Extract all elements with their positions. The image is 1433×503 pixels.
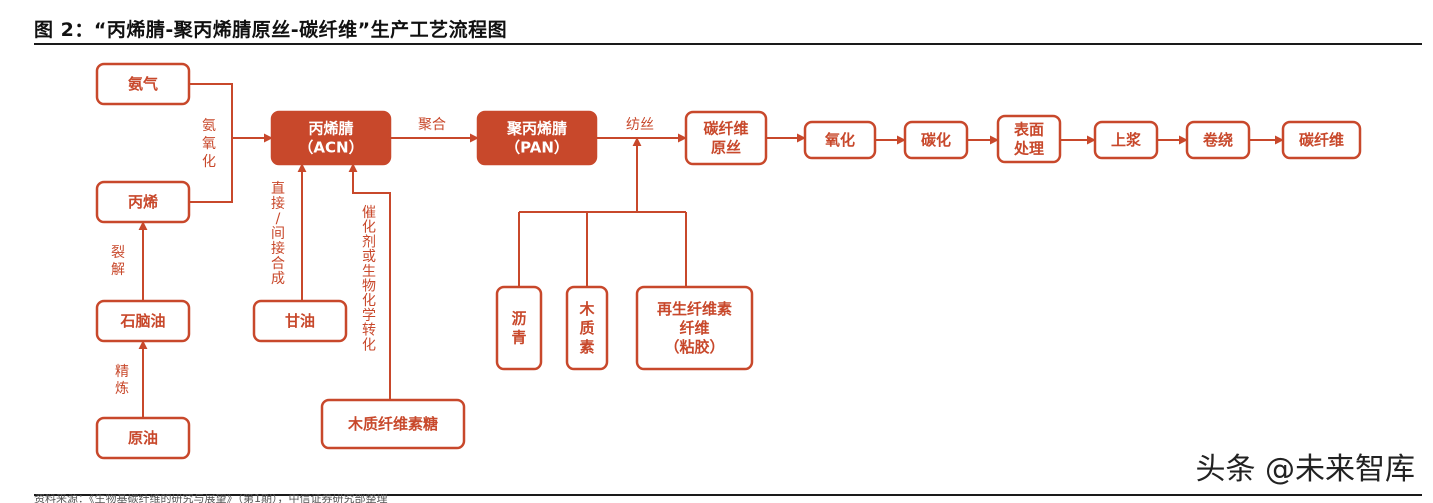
node-box <box>252 299 348 343</box>
node-propylene: 丙烯 <box>95 180 191 224</box>
node-ammonia: 氨气 <box>95 62 191 106</box>
node-label: （PAN） <box>505 139 569 157</box>
watermark: 头条 @未来智库 <box>1195 452 1415 487</box>
edge-label-catalytic-bio: 生 <box>362 264 376 280</box>
edge-label-direct-indirect: 合 <box>271 256 285 272</box>
edge-label-catalytic-bio: 化 <box>362 220 376 236</box>
node-label: 素 <box>579 338 594 356</box>
node-label: 卷绕 <box>1202 131 1233 149</box>
node-label: 碳纤维 <box>1299 131 1344 149</box>
edge-lignocellulose-to-acn <box>348 163 391 400</box>
title-rule <box>34 43 1422 45</box>
node-winding: 卷绕 <box>1185 120 1251 160</box>
node-label: 处理 <box>1013 140 1044 158</box>
node-label: 上浆 <box>1111 131 1142 149</box>
edge-label-ammoxidation: 氨 <box>202 118 216 134</box>
node-box <box>996 114 1062 164</box>
node-label: 木 <box>578 300 595 318</box>
node-label: 质 <box>579 319 594 337</box>
node-label: 碳化 <box>921 131 951 149</box>
edge-label-cracking: 裂 <box>111 245 125 261</box>
edge-label-ammoxidation: 化 <box>202 154 216 170</box>
node-carbon-fiber: 碳纤维 <box>1281 120 1362 160</box>
node-label: 纤维 <box>679 319 709 337</box>
node-lignin: 木质素 <box>565 285 609 371</box>
edge-label-catalytic-bio: 转 <box>362 323 376 339</box>
edge-label-direct-indirect: 接 <box>271 195 285 212</box>
edge-label-direct-indirect: / <box>276 211 281 227</box>
node-box <box>1281 120 1362 160</box>
node-label: 再生纤维素 <box>657 300 732 318</box>
node-label: 原油 <box>128 429 158 447</box>
node-label: 木质纤维素糖 <box>347 415 438 433</box>
node-label: 原丝 <box>711 139 741 157</box>
node-box <box>684 110 768 166</box>
node-box <box>95 180 191 224</box>
edge-ammonia-to-acn <box>189 83 273 143</box>
node-label: 碳纤维 <box>703 120 748 138</box>
edge-label-refining: 精 <box>115 364 129 380</box>
node-glycerol: 甘油 <box>252 299 348 343</box>
node-box <box>476 110 598 166</box>
node-label: 丙烯 <box>128 193 158 211</box>
edge-label-ammoxidation: 氧 <box>202 136 216 152</box>
node-label: 丙烯腈 <box>308 120 353 138</box>
edge-label-direct-indirect: 直 <box>271 180 285 197</box>
edge-label-refining: 炼 <box>115 381 129 397</box>
edge-label-polymerization: 聚合 <box>418 117 446 133</box>
node-box <box>320 398 466 450</box>
node-box <box>95 62 191 106</box>
edge-label-catalytic-bio: 催 <box>362 205 376 221</box>
edge-label-catalytic-bio: 学 <box>362 308 376 324</box>
figure-title: 图 2：“丙烯腈-聚丙烯腈原丝-碳纤维”生产工艺流程图 <box>34 19 508 41</box>
node-label: 青 <box>511 329 526 347</box>
node-label: 氧化 <box>824 131 855 149</box>
node-box <box>270 110 392 166</box>
node-label: 甘油 <box>285 312 315 330</box>
node-oxidation: 氧化 <box>803 120 877 160</box>
node-pitch: 沥青 <box>495 285 543 371</box>
node-box <box>803 120 877 160</box>
edge-label-catalytic-bio: 化 <box>362 337 376 353</box>
edge-label-catalytic-bio: 或 <box>362 249 376 265</box>
node-label: （粘胶） <box>664 338 724 356</box>
node-carbonization: 碳化 <box>903 120 969 160</box>
node-box <box>565 285 609 371</box>
node-box <box>95 416 191 460</box>
edge-label-spinning: 纺丝 <box>626 117 654 133</box>
node-box <box>95 299 191 343</box>
node-lignocellulose: 木质纤维素糖 <box>320 398 466 450</box>
node-label: 石脑油 <box>119 312 165 330</box>
footer-rule <box>34 494 1422 496</box>
edge-label-catalytic-bio: 化 <box>362 293 376 309</box>
node-sizing: 上浆 <box>1093 120 1159 160</box>
edge-propylene-join <box>189 138 233 203</box>
node-box <box>903 120 969 160</box>
node-box <box>495 285 543 371</box>
node-acn: 丙烯腈（ACN） <box>270 110 392 166</box>
node-label: 氨气 <box>128 75 158 93</box>
node-naphtha: 石脑油 <box>95 299 191 343</box>
node-crude: 原油 <box>95 416 191 460</box>
edge-label-catalytic-bio: 物 <box>362 279 376 295</box>
node-box <box>635 285 754 371</box>
node-box <box>1185 120 1251 160</box>
edge-label-direct-indirect: 间 <box>271 226 285 242</box>
edge-label-catalytic-bio: 剂 <box>362 234 376 250</box>
node-label: （ACN） <box>298 139 363 157</box>
node-label: 表面 <box>1014 121 1044 139</box>
node-box <box>1093 120 1159 160</box>
edge-label-direct-indirect: 接 <box>271 240 285 257</box>
node-label: 沥 <box>511 310 526 328</box>
node-pan: 聚丙烯腈（PAN） <box>476 110 598 166</box>
edge-label-direct-indirect: 成 <box>271 271 285 287</box>
node-label: 聚丙烯腈 <box>506 120 567 138</box>
source-note: 资料来源：《生物基碳纤维的研究与展望》（第1期），中信证券研究部整理 <box>34 494 388 503</box>
edge-label-cracking: 解 <box>111 262 125 278</box>
